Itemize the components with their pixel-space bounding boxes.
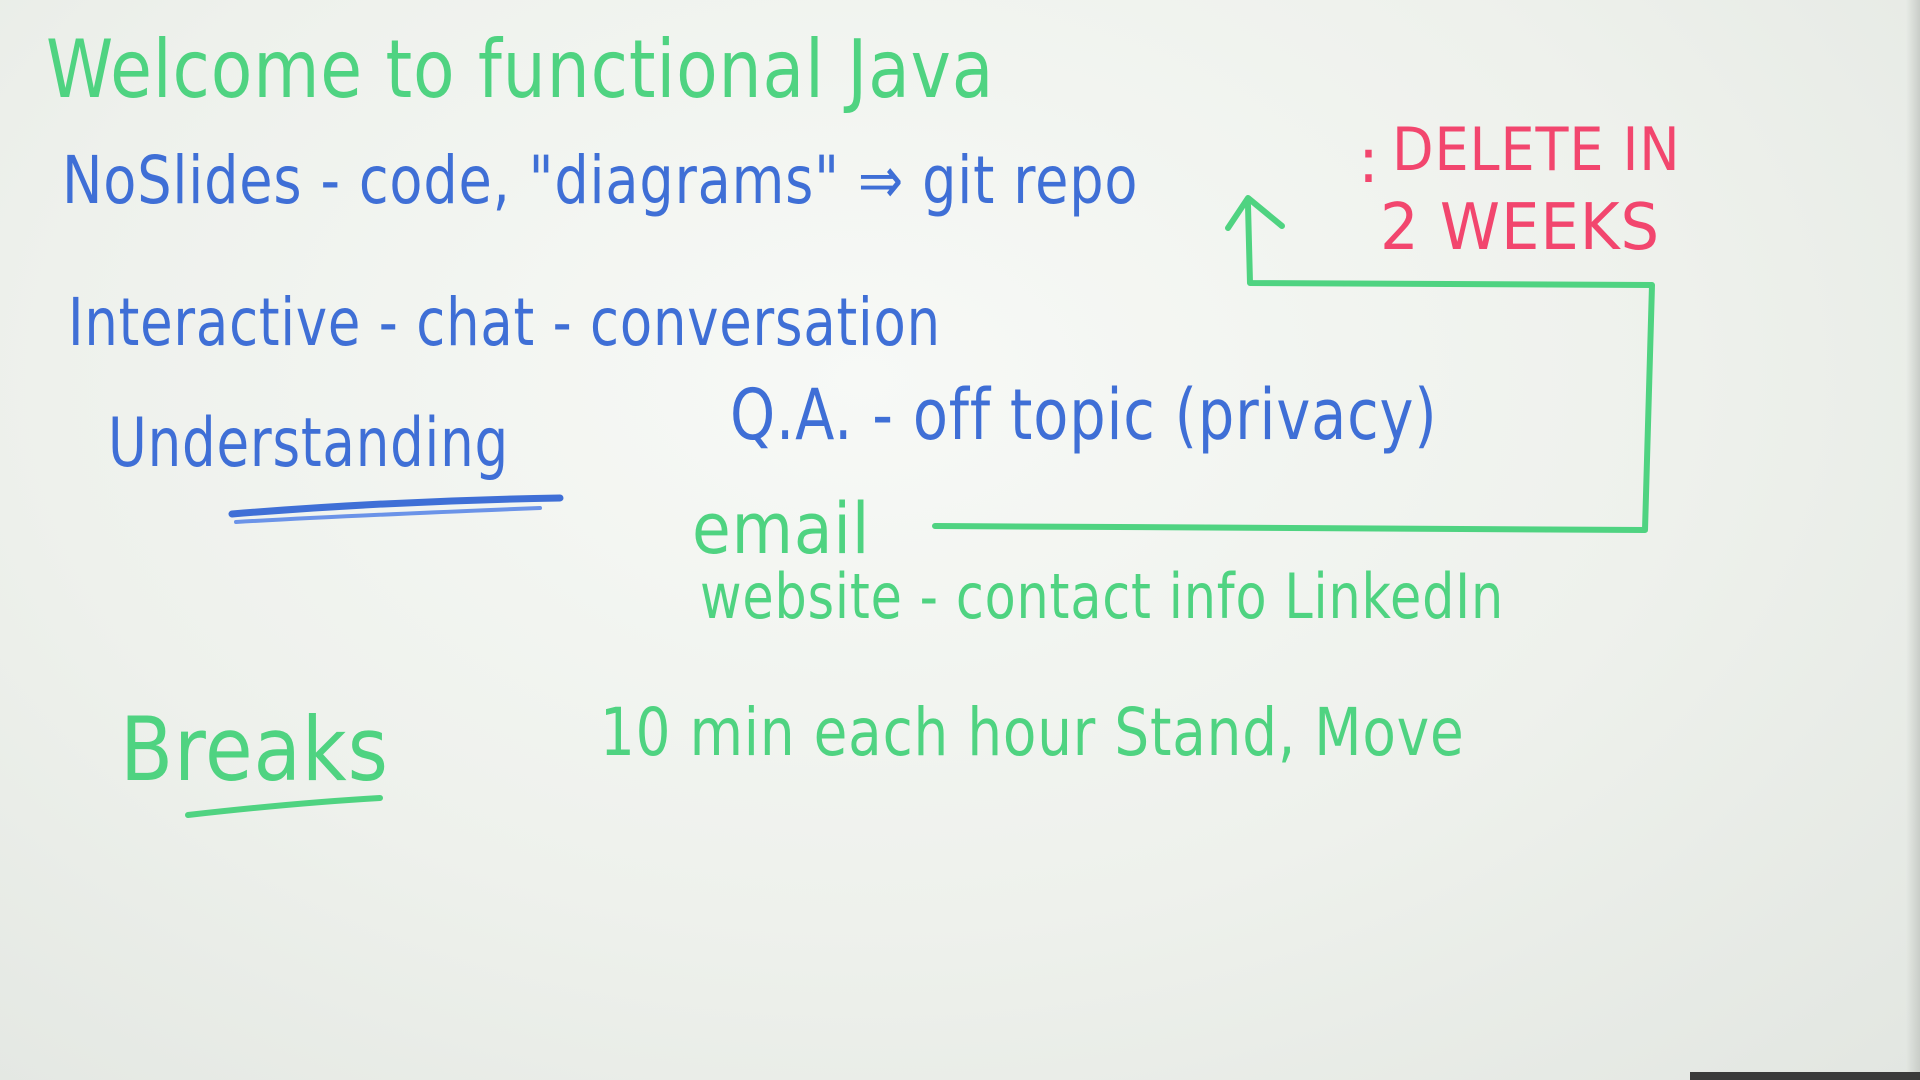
delete-note-line1: DELETE IN [1392,115,1681,185]
breaks-detail-text: 10 min each hour Stand, Move [600,694,1465,771]
email-text: email [692,488,871,570]
understanding-underline [228,494,564,518]
colon-mark: : [1358,124,1380,197]
understanding-underline-2 [234,506,542,524]
website-text: website - contact info LinkedIn [700,560,1505,633]
delete-note-line2: 2 WEEKS [1380,191,1661,265]
interactive-text: Interactive - chat - conversation [68,284,941,361]
qa-text: Q.A. - off topic (privacy) [730,374,1438,456]
arrow-head [1225,195,1285,231]
marker-tray-shadow [1690,1072,1920,1080]
no-slides-text: NoSlides - code, "diagrams" ⇒ git repo [62,142,1139,219]
understanding-text: Understanding [108,404,509,483]
breaks-text: Breaks [120,698,389,801]
title-text: Welcome to functional Java [46,23,995,116]
board-edge [1906,0,1920,1080]
